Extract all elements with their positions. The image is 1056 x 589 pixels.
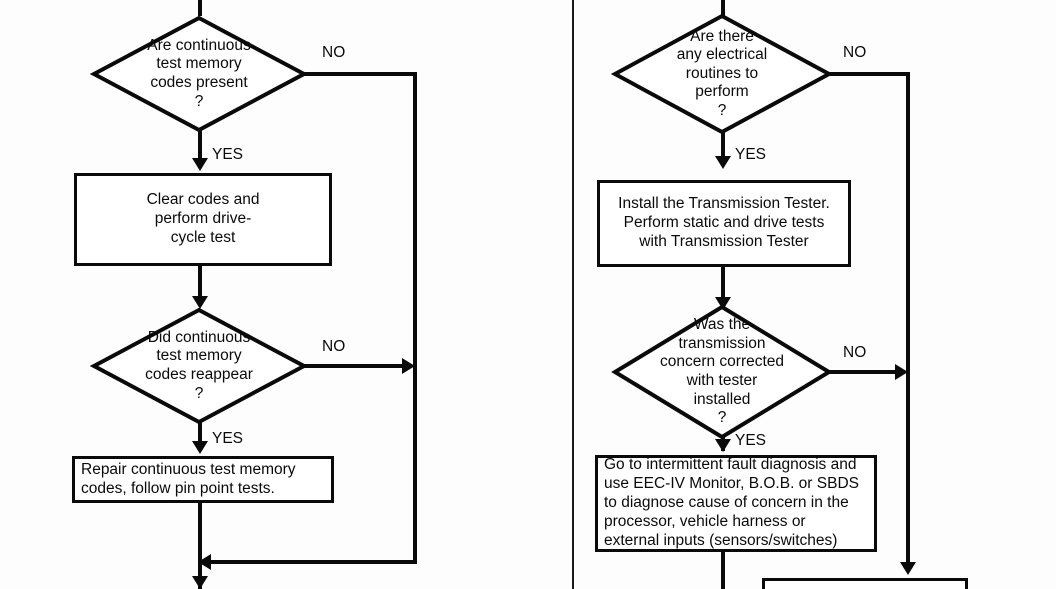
decision-1-label: Are continuous test memory codes present…: [147, 36, 251, 110]
arrow-into-process-2: [192, 441, 208, 454]
no-label-decision-4: NO: [843, 344, 867, 361]
no-bypass-vertical-left: [413, 72, 417, 564]
process-2-text: Repair continuous test memory codes, fol…: [81, 460, 296, 497]
connector-process-2-down: [198, 503, 202, 589]
arrow-no-decision-2: [402, 358, 415, 374]
merge-line-left-column: [198, 560, 415, 564]
connector-process-3-to-decision-4: [721, 267, 725, 304]
yes-label-decision-4: YES: [735, 432, 767, 449]
process-install-the-transmission-tester: Install the Transmission Tester. Perform…: [597, 180, 851, 267]
decision-4-label: Was the transmission concern corrected w…: [659, 316, 785, 427]
decision-was-the-transmission-concern-corrected: Was the transmission concern corrected w…: [611, 304, 833, 440]
connector-process-4-down: [721, 552, 725, 589]
process-bottom-partial-cut-off: [762, 578, 968, 589]
yes-branch-decision-3: [721, 132, 725, 160]
no-bypass-vertical-right: [906, 72, 910, 562]
yes-label-decision-3: YES: [735, 146, 767, 163]
no-branch-line-decision-1: [300, 72, 417, 76]
arrow-into-process-4: [715, 439, 731, 452]
process-1-text: Clear codes and perform drive- cycle tes…: [146, 191, 260, 246]
no-label-decision-1: NO: [322, 44, 346, 61]
no-label-decision-2: NO: [322, 338, 346, 355]
no-branch-line-decision-4: [825, 370, 896, 374]
arrow-no-decision-4: [895, 364, 908, 380]
yes-label-decision-1: YES: [212, 146, 244, 163]
arrow-into-process-3: [715, 156, 731, 169]
process-go-to-intermittent-fault-diagnosis: Go to intermittent fault diagnosis and u…: [595, 455, 877, 552]
decision-2-label: Did continuous test memory codes reappea…: [145, 328, 253, 402]
process-clear-codes-and-perform-drive-cycle-test: Clear codes and perform drive- cycle tes…: [74, 173, 332, 266]
process-repair-continuous-test-memory-codes: Repair continuous test memory codes, fol…: [72, 456, 334, 503]
yes-branch-decision-1: [198, 130, 202, 160]
yes-label-decision-2: YES: [212, 430, 244, 447]
decision-are-continuous-test-memory-codes-present: Are continuous test memory codes present…: [89, 15, 309, 133]
process-3-text: Install the Transmission Tester. Perform…: [618, 195, 830, 250]
decision-did-continuous-test-memory-codes-reappear: Did continuous test memory codes reappea…: [89, 307, 309, 425]
decision-3-label: Are there any electrical routines to per…: [676, 27, 768, 119]
arrow-left-column-continues: [192, 576, 208, 589]
connector-into-decision-1: [198, 0, 202, 16]
arrow-into-process-1: [192, 158, 208, 171]
arrow-into-decision-2: [192, 296, 208, 309]
connector-process-1-to-decision-2: [198, 266, 202, 302]
arrow-into-bottom-partial-box: [900, 562, 916, 575]
connector-into-decision-3: [721, 0, 725, 16]
process-4-text: Go to intermittent fault diagnosis and u…: [604, 456, 859, 549]
column-divider: [572, 0, 574, 589]
no-branch-line-decision-2: [300, 364, 403, 368]
yes-branch-decision-2: [198, 422, 202, 448]
no-label-decision-3: NO: [843, 44, 867, 61]
decision-are-there-any-electrical-routines-to-perform: Are there any electrical routines to per…: [610, 13, 834, 135]
arrow-merge-left-column: [198, 554, 211, 570]
no-branch-line-decision-3: [825, 72, 910, 76]
